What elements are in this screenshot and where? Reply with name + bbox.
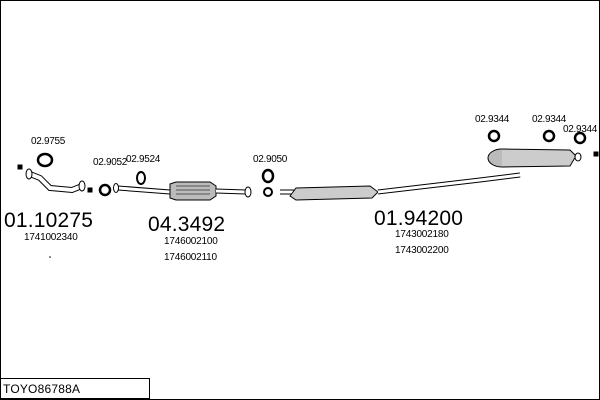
clamp-ring [542, 129, 556, 143]
clamp-ring [98, 183, 112, 197]
part-subnumber: 1743002200 [395, 245, 449, 256]
part-subnumber: 1746002110 [164, 252, 217, 263]
clamp-label: 02.9050 [253, 154, 288, 165]
front-pipe-shape [25, 168, 86, 194]
catalyst-shape [113, 181, 252, 201]
clamp-label: 02.9344 [563, 124, 598, 135]
part-subnumber: 1746002100 [164, 236, 218, 247]
clamp-ring [573, 131, 587, 145]
clamp-label: 02.9524 [126, 154, 161, 165]
muffler-shape [280, 148, 582, 201]
part-number: 04.3492 [148, 213, 226, 236]
part-subnumber: 1741002340 [24, 232, 78, 243]
part-number: 01.10275 [4, 209, 94, 232]
marker-square [17, 164, 23, 170]
model-code: TOYO86788A [3, 382, 81, 396]
code-box [0, 378, 150, 399]
clamp-ring [261, 168, 275, 184]
clamp-ring [487, 129, 501, 143]
dot-mark [49, 256, 51, 258]
clamp-ring [263, 187, 273, 197]
clamp-label: 02.9755 [31, 136, 66, 147]
part-number: 01.94200 [374, 207, 464, 230]
part-subnumber: 1743002180 [395, 229, 449, 240]
clamp-label: 02.9344 [532, 114, 567, 125]
marker-square [87, 187, 93, 193]
clamp-label: 02.9052 [93, 157, 128, 168]
clamp-label: 02.9344 [475, 114, 510, 125]
clamp-ring [36, 152, 54, 168]
marker-square [593, 151, 599, 157]
clamp-ring [136, 171, 146, 185]
